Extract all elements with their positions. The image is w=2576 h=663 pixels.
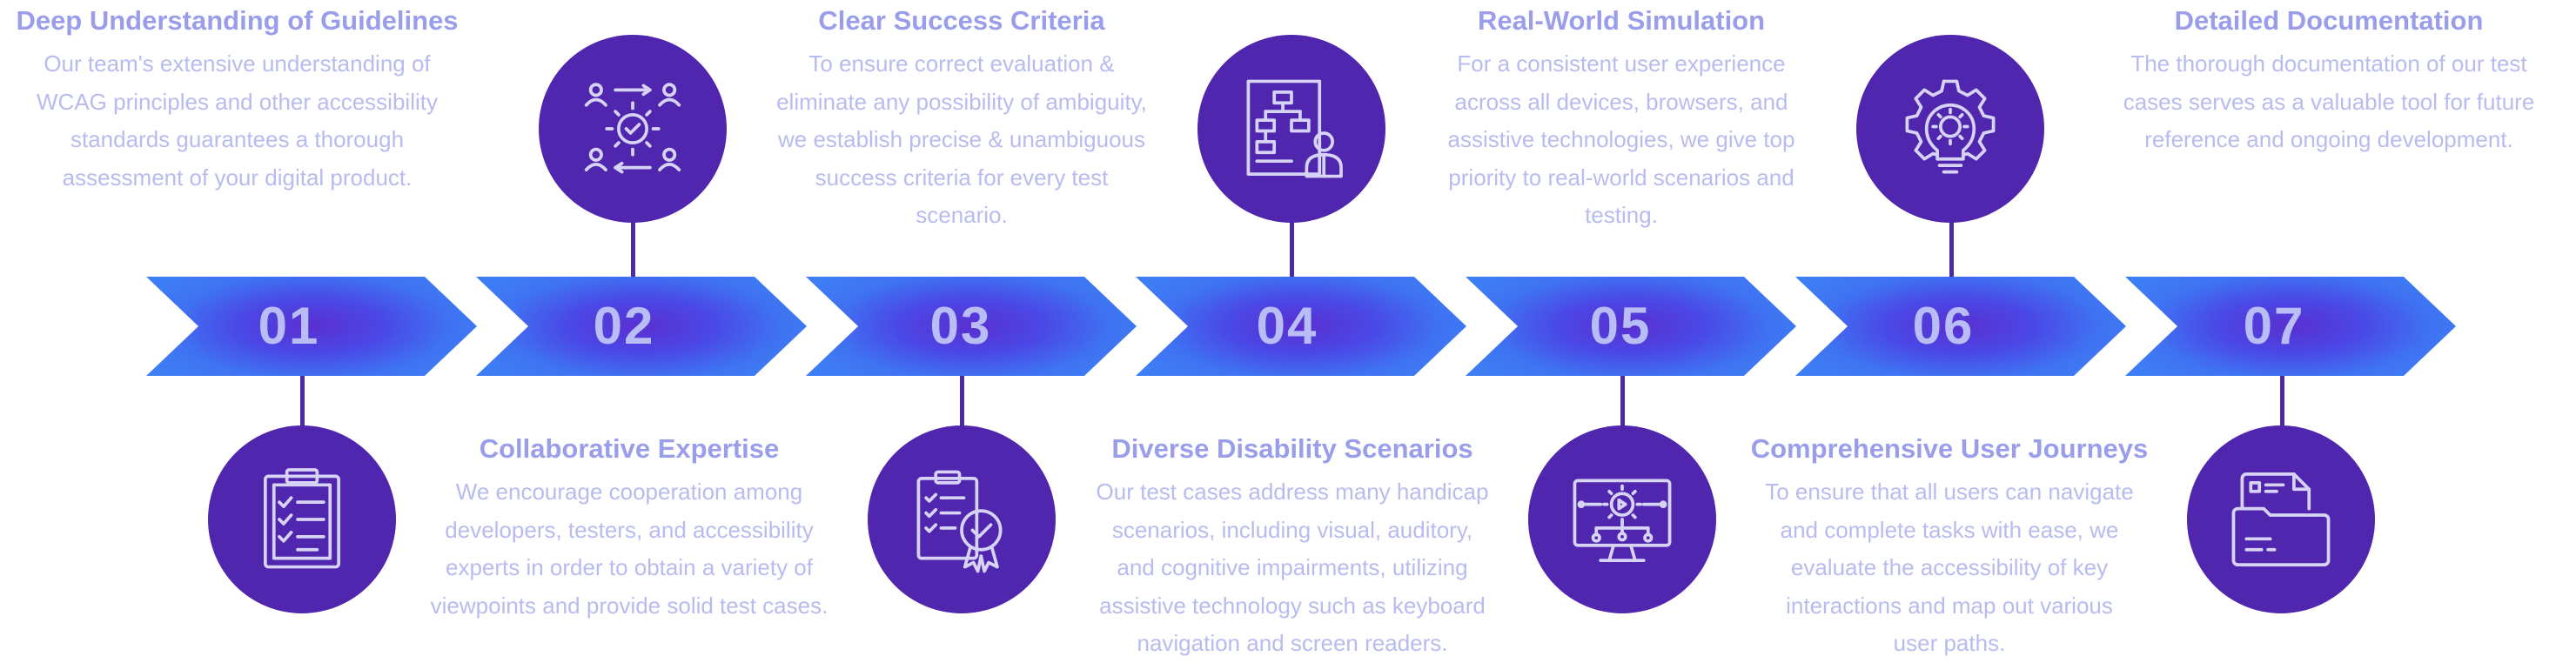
step-06-number: 06 bbox=[1912, 297, 1975, 355]
step-07-number: 07 bbox=[2243, 297, 2305, 355]
step-01-line: WCAG principles and other accessibility bbox=[37, 88, 438, 115]
step-03-chevron bbox=[806, 277, 1137, 376]
step-03-circle bbox=[868, 425, 1056, 613]
step-06-connector bbox=[1949, 221, 1954, 277]
step-04-line: assistive technology such as keyboard bbox=[1099, 592, 1486, 619]
step-01-line: assessment of your digital product. bbox=[62, 164, 413, 191]
step-04-number: 04 bbox=[1256, 297, 1318, 355]
step-05-line: priority to real-world scenarios and bbox=[1448, 164, 1794, 191]
step-06-chevron bbox=[1795, 277, 2126, 376]
step-07-line: reference and ongoing development. bbox=[2144, 126, 2513, 152]
step-05-line: For a consistent user experience bbox=[1457, 50, 1786, 77]
monitor-gear-network-icon bbox=[1573, 479, 1672, 562]
step-06-circle bbox=[1856, 35, 2044, 223]
step-01-line: Our team's extensive understanding of bbox=[44, 50, 431, 77]
gear-lightbulb-icon bbox=[1905, 79, 1996, 174]
step-01-title: Deep Understanding of Guidelines bbox=[16, 5, 459, 36]
step-06-line: user paths. bbox=[1893, 630, 2006, 656]
step-03-line: success criteria for every test bbox=[815, 164, 1109, 191]
step-06-line: evaluate the accessibility of key bbox=[1790, 554, 2109, 580]
step-01-circle bbox=[208, 425, 396, 613]
step-03-line: To ensure correct evaluation & bbox=[808, 50, 1115, 77]
step-02-line: experts in order to obtain a variety of bbox=[445, 554, 813, 580]
step-05-description: For a consistent user experience across … bbox=[1365, 45, 1878, 235]
step-07-line: cases serves as a valuable tool for futu… bbox=[2123, 88, 2535, 115]
step-04-line: and cognitive impairments, utilizing bbox=[1117, 554, 1468, 580]
step-04-connector bbox=[1290, 221, 1294, 277]
step-02-chevron bbox=[476, 277, 807, 376]
step-04-description: Our test cases address many handicap sce… bbox=[1036, 473, 1549, 663]
step-03-line: eliminate any possibility of ambiguity, bbox=[776, 88, 1147, 115]
step-04-title: Diverse Disability Scenarios bbox=[1111, 433, 1473, 464]
step-05-circle bbox=[1528, 425, 1716, 613]
step-02-line: viewpoints and provide solid test cases. bbox=[430, 592, 828, 619]
step-04-chevron bbox=[1136, 277, 1466, 376]
step-05-connector bbox=[1620, 376, 1625, 426]
step-01-connector bbox=[300, 376, 305, 426]
step-04-line: navigation and screen readers. bbox=[1137, 630, 1448, 656]
step-05-number: 05 bbox=[1589, 297, 1652, 355]
step-03-description: To ensure correct evaluation & eliminate… bbox=[705, 45, 1218, 235]
step-03-connector bbox=[960, 376, 964, 426]
step-05-line: testing. bbox=[1585, 202, 1658, 228]
checklist-badge-icon bbox=[916, 470, 1003, 573]
clipboard-checklist-icon bbox=[263, 468, 341, 569]
step-04-line: Our test cases address many handicap bbox=[1096, 479, 1489, 505]
step-06-title: Comprehensive User Journeys bbox=[1750, 433, 2149, 464]
step-02-connector bbox=[631, 221, 635, 277]
step-07-chevron bbox=[2125, 277, 2456, 376]
step-07-connector bbox=[2280, 376, 2284, 426]
step-05-title: Real-World Simulation bbox=[1477, 5, 1766, 36]
step-05-line: across all devices, browsers, and bbox=[1454, 88, 1788, 115]
step-07-circle bbox=[2187, 425, 2375, 613]
step-03-title: Clear Success Criteria bbox=[818, 5, 1105, 36]
step-02-circle bbox=[539, 35, 727, 223]
step-02-number: 02 bbox=[593, 297, 655, 355]
step-03-line: we establish precise & unambiguous bbox=[777, 126, 1146, 152]
step-05-line: assistive technologies, we give top bbox=[1447, 126, 1795, 152]
step-01-line: standards guarantees a thorough bbox=[70, 126, 405, 152]
step-06-description: To ensure that all users can navigate an… bbox=[1693, 473, 2206, 663]
step-06-line: interactions and map out various bbox=[1786, 592, 2113, 619]
step-07-title: Detailed Documentation bbox=[2174, 5, 2484, 36]
step-06-line: and complete tasks with ease, we bbox=[1780, 516, 2119, 543]
step-04-circle bbox=[1197, 35, 1385, 223]
step-03-line: scenario. bbox=[916, 202, 1008, 228]
step-05-chevron bbox=[1466, 277, 1796, 376]
step-07-line: The thorough documentation of our test bbox=[2130, 50, 2527, 77]
step-04-line: scenarios, including visual, auditory, bbox=[1111, 516, 1473, 543]
flowchart-person-icon bbox=[1246, 79, 1343, 178]
step-02-description: We encourage cooperation among developer… bbox=[374, 473, 884, 625]
step-06-line: To ensure that all users can navigate bbox=[1765, 479, 2134, 505]
step-07-description: The thorough documentation of our test c… bbox=[2082, 45, 2576, 159]
step-03-number: 03 bbox=[929, 297, 992, 355]
team-collaboration-gear-icon bbox=[584, 83, 681, 174]
document-folder-icon bbox=[2231, 472, 2331, 566]
step-02-line: We encourage cooperation among bbox=[455, 479, 803, 505]
step-01-chevron bbox=[146, 277, 477, 376]
step-01-description: Our team's extensive understanding of WC… bbox=[0, 45, 474, 197]
step-02-line: developers, testers, and accessibility bbox=[445, 516, 814, 543]
step-01-number: 01 bbox=[258, 297, 320, 355]
step-02-title: Collaborative Expertise bbox=[479, 433, 780, 464]
